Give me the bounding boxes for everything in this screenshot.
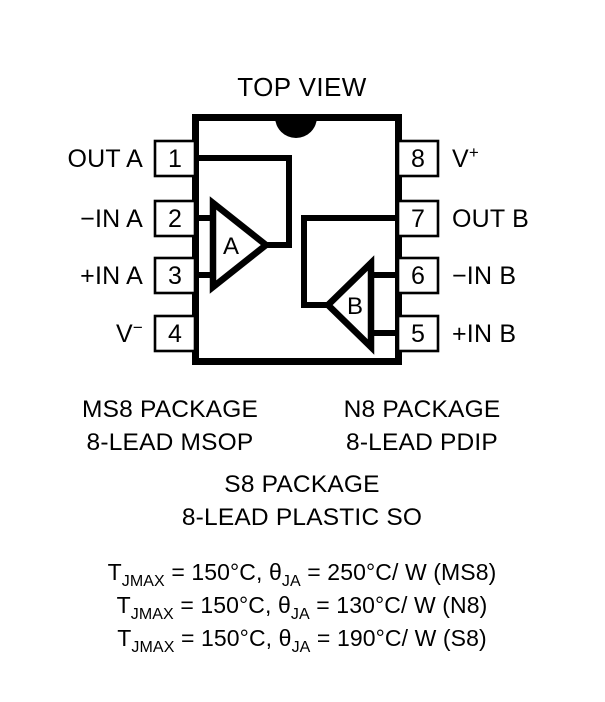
thermal-row-s8: TJMAX = 150°C, θJA = 190°C/ W (S8) (117, 625, 487, 656)
pin-box-8 (396, 139, 440, 178)
pin-number-5: 5 (411, 320, 425, 348)
pin-number-6: 6 (411, 262, 425, 290)
pin-number-2: 2 (168, 205, 182, 233)
pin-box-7 (396, 199, 440, 238)
thermal-row-ms8: TJMAX = 150°C, θJA = 250°C/ W (MS8) (108, 559, 497, 590)
pin-number-4: 4 (168, 320, 182, 348)
pin-label-4: V− (116, 318, 143, 348)
pin-label-1: OUT A (67, 145, 143, 173)
amplifier-a-symbol (209, 196, 272, 294)
wire-pin7-to-amp-b-output (301, 215, 398, 308)
page-title: TOP VIEW (237, 72, 366, 102)
package-ms8-line2: 8-LEAD MSOP (87, 429, 254, 456)
pin-number-1: 1 (168, 145, 182, 173)
thermal-row-n8: TJMAX = 150°C, θJA = 130°C/ W (N8) (117, 592, 488, 623)
pin-box-4 (153, 314, 197, 353)
package-n8-line1: N8 PACKAGE (344, 396, 501, 423)
package-s8-line1: S8 PACKAGE (224, 471, 379, 498)
pin-label-8: V+ (452, 143, 479, 173)
pin-label-3: +IN A (80, 262, 143, 290)
wire-pin1-to-amp-a-output (195, 155, 292, 248)
package-ms8-line1: MS8 PACKAGE (82, 396, 258, 423)
pin-label-6: −IN B (452, 262, 516, 290)
pin-label-7: OUT B (452, 205, 529, 233)
pin-label-2: −IN A (80, 205, 143, 233)
pin-number-7: 7 (411, 205, 425, 233)
pin-number-3: 3 (168, 262, 182, 290)
pin-box-2 (153, 199, 197, 238)
amplifier-b-label: B (347, 293, 363, 320)
package-s8-line2: 8-LEAD PLASTIC SO (182, 504, 422, 531)
package-n8-line2: 8-LEAD PDIP (346, 429, 498, 456)
pin-box-6 (396, 256, 440, 295)
pin-label-5: +IN B (452, 320, 516, 348)
pin-number-8: 8 (411, 145, 425, 173)
amplifier-a-label: A (223, 233, 239, 260)
orientation-notch-icon (275, 117, 317, 138)
amplifier-b-symbol (323, 255, 375, 355)
